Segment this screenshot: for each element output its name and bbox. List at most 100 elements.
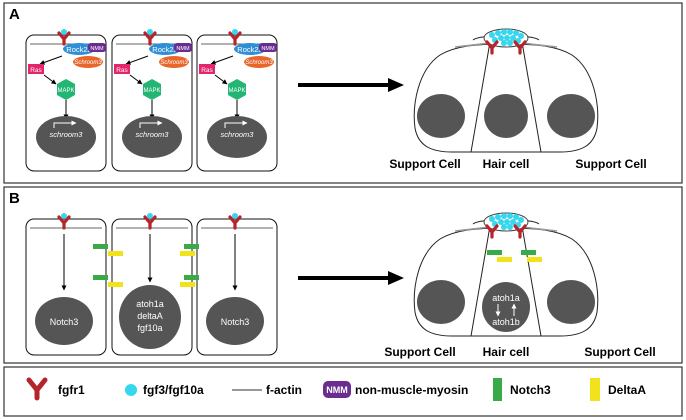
deltaa-icon — [590, 378, 600, 401]
nucleus — [35, 297, 93, 345]
fgf-ligand-icon — [232, 213, 238, 219]
deltaa-mark — [108, 282, 123, 287]
center-nucleus-gene-3: fgf10a — [137, 323, 162, 333]
legend-fgf-label: fgf3/fgf10a — [143, 383, 204, 397]
rock2a-label: Rock2a — [237, 45, 263, 54]
shroom3-protein-shape — [73, 56, 103, 68]
shroom3-protein-label: Schroom3 — [245, 60, 273, 66]
center-nucleus-gene-1: atoh1a — [136, 299, 164, 309]
neuromast-rosette-b: atoh1a atoh1b — [413, 212, 599, 337]
schroom3-gene-label: schroom3 — [50, 130, 84, 139]
hair-nucleus-gene-top: atoh1a — [492, 293, 520, 303]
hair-cell-label: Hair cell — [483, 345, 530, 359]
fgf-ligand-icon — [125, 384, 137, 396]
hair-nucleus-gene-bottom: atoh1b — [492, 317, 520, 327]
deltaa-mark — [108, 251, 123, 256]
shroom3-protein-label: Schroom3 — [74, 60, 102, 66]
hair-cell-label: Hair cell — [483, 157, 530, 171]
legend: fgfr1 fgf3/fgf10a f-actin NMM non-muscle… — [3, 366, 683, 417]
deltaa-mark — [527, 257, 542, 262]
ras-box — [199, 64, 215, 74]
fgf-ligand-icon — [147, 213, 153, 219]
notch3-mark — [93, 244, 108, 249]
schroom3-gene-label: schroom3 — [136, 130, 170, 139]
fgf-ligand-cluster — [489, 29, 524, 46]
nmm-badge — [259, 43, 277, 52]
ras-box — [28, 64, 44, 74]
nucleus — [119, 285, 181, 349]
shroom3-protein-label: Schroom3 — [160, 60, 188, 66]
notch3-mark — [184, 244, 199, 249]
nmm-label: NMM — [90, 46, 104, 52]
legend-notch3-label: Notch3 — [510, 383, 551, 397]
deltaa-mark — [180, 251, 195, 256]
mapk-hexagon — [57, 79, 75, 100]
deltaa-mark — [497, 257, 512, 262]
rock2a-shape — [149, 43, 181, 55]
panel-b-letter: B — [9, 190, 20, 207]
ras-label: Ras — [116, 67, 128, 74]
shroom3-protein-shape — [159, 56, 189, 68]
legend-factin-label: f-actin — [266, 383, 302, 397]
signaling-cell-2: Rock2a NMM Schroom3 Ras MAPK schroom3 — [114, 29, 192, 158]
shroom3-protein-shape — [244, 56, 274, 68]
rock2a-label: Rock2a — [66, 45, 92, 54]
nmm-badge — [174, 43, 192, 52]
fgfr1-icon — [26, 377, 48, 401]
deltaa-mark — [180, 282, 195, 287]
panel-b: B Notch3 a — [3, 186, 683, 364]
notch3-mark — [93, 275, 108, 280]
support-cell-nucleus — [547, 94, 595, 138]
legend-factin: f-actin — [232, 383, 302, 397]
signaling-cell-3: Rock2a NMM Schroom3 Ras MAPK schroom3 — [199, 29, 277, 158]
transition-arrowhead — [388, 271, 404, 285]
legend-nmm-badge-label: NMM — [326, 385, 348, 395]
support-cell-label-left: Support Cell — [384, 345, 455, 359]
nmm-badge — [323, 381, 351, 398]
mapk-hexagon — [228, 79, 246, 100]
legend-fgfr1: fgfr1 — [26, 377, 85, 401]
fgf-ligand-cluster — [489, 213, 524, 230]
notch3-icon — [493, 378, 502, 401]
hair-cell-nucleus — [482, 282, 530, 332]
fgf-ligand-icon — [232, 29, 238, 35]
mapk-label: MAPK — [143, 88, 160, 94]
fgf-ligand-icon — [147, 29, 153, 35]
rock2a-shape — [63, 43, 95, 55]
support-cell-nucleus — [417, 94, 465, 138]
transition-arrowhead — [388, 78, 404, 92]
support-cell-label-right: Support Cell — [584, 345, 655, 359]
panel-a: A Rock2a NMM Schroom3 Ras — [3, 2, 683, 184]
support-cell-label-right: Support Cell — [575, 157, 646, 171]
notch3-mark — [521, 250, 536, 255]
notch3-mark — [487, 250, 502, 255]
nmm-badge — [88, 43, 106, 52]
legend-deltaa: DeltaA — [590, 378, 646, 401]
notch3-nucleus-label: Notch3 — [221, 317, 250, 327]
legend-nmm-label: non-muscle-myosin — [355, 383, 468, 397]
nucleus — [36, 116, 96, 158]
rock2a-shape — [234, 43, 266, 55]
ras-box — [114, 64, 130, 74]
signaling-cell-1: Rock2a NMM Schroom3 Ras MAPK schroom3 — [28, 29, 106, 158]
mapk-label: MAPK — [228, 88, 245, 94]
ras-label: Ras — [30, 67, 42, 74]
nucleus — [122, 116, 182, 158]
ras-label: Ras — [201, 67, 213, 74]
legend-fgf: fgf3/fgf10a — [125, 383, 204, 397]
schroom3-gene-label: schroom3 — [221, 130, 255, 139]
nucleus — [207, 116, 267, 158]
legend-deltaa-label: DeltaA — [608, 383, 646, 397]
nucleus — [206, 297, 264, 345]
support-cell-nucleus — [547, 280, 595, 324]
mapk-label: MAPK — [57, 88, 74, 94]
legend-nmm: NMM non-muscle-myosin — [323, 381, 468, 398]
nmm-label: NMM — [261, 46, 275, 52]
notch3-mark — [184, 275, 199, 280]
legend-notch3: Notch3 — [493, 378, 551, 401]
rock2a-label: Rock2a — [152, 45, 178, 54]
center-nucleus-gene-2: deltaA — [137, 311, 163, 321]
hair-cell-nucleus — [484, 94, 528, 138]
support-cell-label-left: Support Cell — [389, 157, 460, 171]
